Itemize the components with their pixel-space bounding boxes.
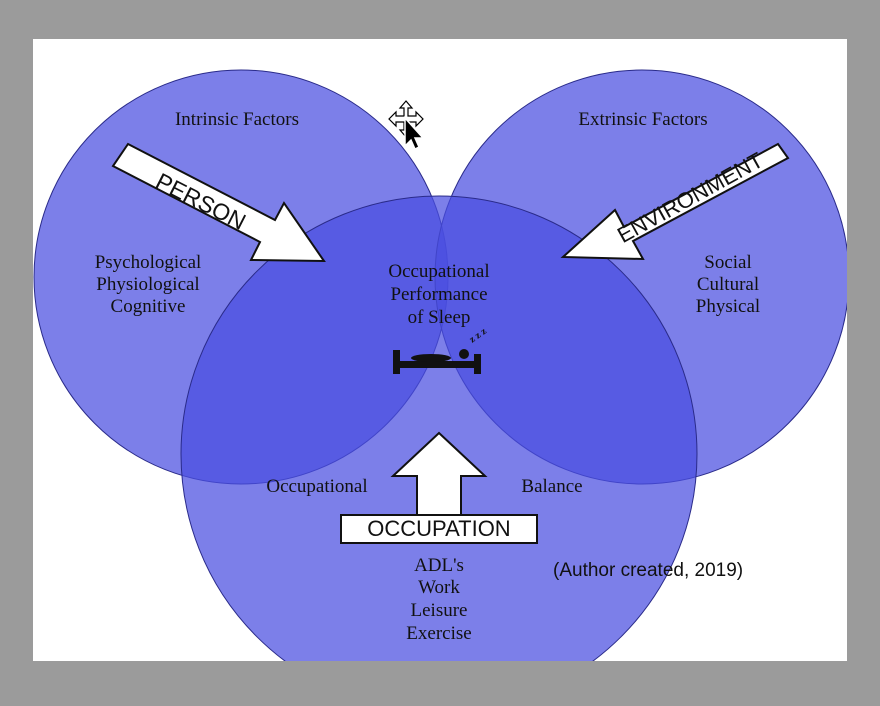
occupational-label: Occupational: [266, 476, 367, 497]
occupation-item: Leisure: [411, 600, 468, 621]
center-line: Performance: [390, 284, 487, 305]
person-item: Physiological: [96, 274, 199, 295]
environment-item: Physical: [696, 296, 760, 317]
occupation-item: Exercise: [406, 623, 471, 644]
environment-items: Social Cultural Physical: [696, 252, 760, 317]
occupation-circle: [180, 195, 698, 661]
person-item: Cognitive: [111, 296, 186, 317]
person-item: Psychological: [95, 252, 202, 273]
occupation-arrow: OCCUPATION: [340, 431, 538, 544]
balance-label: Balance: [521, 476, 582, 497]
center-line: of Sleep: [408, 307, 471, 328]
occupation-item: ADL's: [414, 555, 464, 576]
center-label: Occupational Performance of Sleep: [388, 261, 489, 328]
person-items: Psychological Physiological Cognitive: [95, 252, 202, 317]
diagram-canvas: PERSON ENVIRONMENT OCCUPATION Intrinsic …: [33, 39, 847, 661]
move-cursor-icon: [388, 100, 425, 151]
center-line: Occupational: [388, 261, 489, 282]
extrinsic-factors-heading: Extrinsic Factors: [578, 109, 707, 130]
intrinsic-factors-heading: Intrinsic Factors: [175, 109, 299, 130]
occupation-item: Work: [418, 577, 460, 598]
environment-item: Cultural: [697, 274, 759, 295]
venn-diagram: PERSON ENVIRONMENT OCCUPATION Intrinsic …: [33, 69, 847, 661]
caption: (Author created, 2019): [553, 560, 743, 581]
occupation-items: ADL's Work Leisure Exercise: [406, 555, 471, 644]
occupation-arrow-label: OCCUPATION: [367, 516, 510, 541]
environment-item: Social: [704, 252, 752, 273]
